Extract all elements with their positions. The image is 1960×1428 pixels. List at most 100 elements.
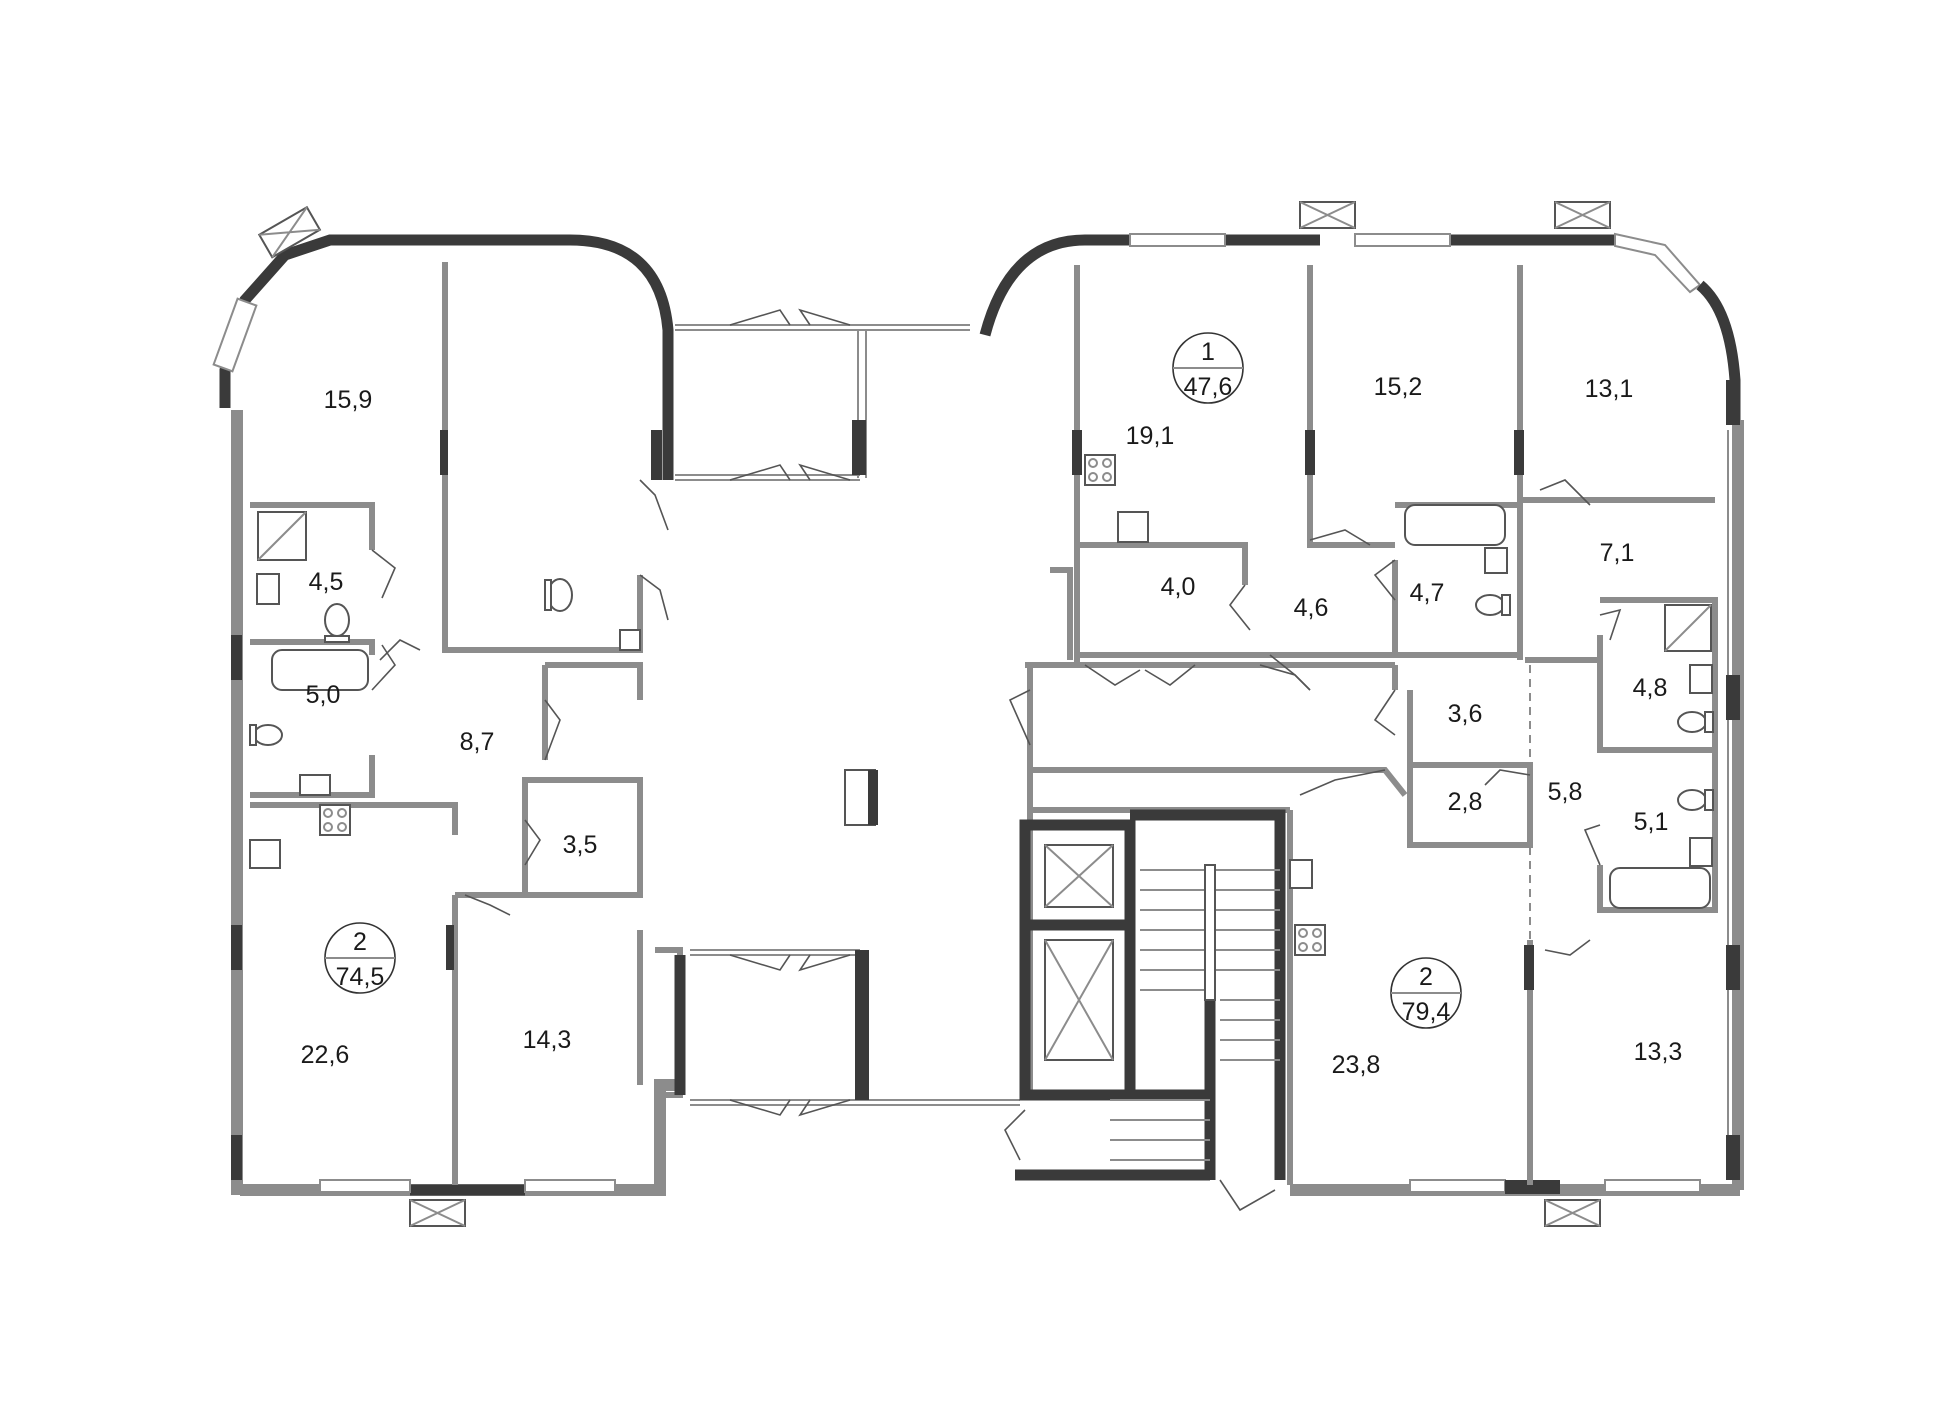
apartment-badge-right-top[interactable]: 1 47,6 xyxy=(1172,332,1244,404)
room-area-label: 5,8 xyxy=(1548,778,1583,806)
right-door-3 xyxy=(1373,559,1396,601)
apartment-area: 47,6 xyxy=(1184,373,1233,401)
left-wall-bedroom xyxy=(452,892,640,1185)
left-door-7 xyxy=(524,819,541,866)
stove-icon xyxy=(1294,924,1326,956)
right-wall-dark-r4 xyxy=(1726,380,1740,425)
sink-icon xyxy=(1484,547,1508,574)
ac-unit-icon xyxy=(1554,201,1611,229)
right-door-7 xyxy=(1539,479,1591,506)
lobby-window-bottom xyxy=(690,949,1020,1106)
right-wall-dark-r1 xyxy=(1726,675,1740,720)
left-wall-dark-2 xyxy=(446,925,454,970)
stove-icon xyxy=(319,804,351,836)
right-wall-bath2 xyxy=(1597,747,1718,913)
right-wall-dark-lower xyxy=(1524,945,1534,990)
elevator-icon xyxy=(1044,939,1114,1061)
ac-unit-icon xyxy=(1299,201,1356,229)
bathtub-icon xyxy=(1404,504,1506,546)
lobby-pillar-2 xyxy=(855,950,869,1100)
right-door-13 xyxy=(1259,664,1311,691)
toilet-icon xyxy=(1677,711,1714,733)
toilet-icon xyxy=(1677,789,1714,811)
lobby-door-bottom-2 xyxy=(729,1099,851,1117)
shower-icon xyxy=(257,511,307,561)
left-window-corner xyxy=(212,297,258,373)
right-wall-div-2 xyxy=(1307,265,1395,548)
left-door-4 xyxy=(639,479,669,531)
left-apartment xyxy=(212,205,675,1227)
apartment-badge-left[interactable]: 2 74,5 xyxy=(324,922,396,994)
room-area-label: 5,1 xyxy=(1634,808,1669,836)
lobby-pillar xyxy=(852,420,866,475)
shower-icon xyxy=(1664,604,1712,652)
sink-icon xyxy=(299,774,331,796)
right-corner-window xyxy=(1614,232,1702,294)
toilet-icon xyxy=(324,603,350,643)
left-wall-dark-5 xyxy=(231,1135,242,1180)
stairs-icon xyxy=(1110,864,1280,1161)
room-area-label: 3,5 xyxy=(563,831,598,859)
sink-icon xyxy=(1689,664,1713,694)
right-wall-store xyxy=(1407,762,1533,848)
right-wall-mid xyxy=(1025,662,1398,690)
room-area-label: 8,7 xyxy=(460,728,495,756)
room-area-label: 2,8 xyxy=(1448,788,1483,816)
toilet-icon xyxy=(544,578,573,612)
right-wall-dark-d3 xyxy=(1514,430,1524,475)
room-area-label: 4,7 xyxy=(1410,579,1445,607)
right-door-9 xyxy=(1583,824,1601,866)
room-labels: 15,9 4,5 5,0 8,7 3,5 22,6 14,3 19,1 15,2… xyxy=(301,373,1683,1079)
left-wall-kitchen xyxy=(250,802,458,835)
room-area-label: 15,9 xyxy=(324,386,373,414)
left-door-1 xyxy=(371,549,396,599)
right-block xyxy=(979,201,1744,1227)
left-door-8 xyxy=(464,894,511,916)
left-wall-bath2 xyxy=(250,639,375,655)
lobby-window-top xyxy=(675,324,970,331)
left-door-2 xyxy=(371,644,397,691)
right-wall-corr xyxy=(1050,567,1073,660)
elevator-icon xyxy=(1044,844,1114,908)
bathtub-icon xyxy=(1609,867,1711,909)
right-door-1 xyxy=(1228,584,1251,631)
right-window-top-2 xyxy=(1354,233,1451,247)
left-wall-dark-4 xyxy=(231,925,242,970)
left-window-bottom-2 xyxy=(524,1179,616,1193)
left-wall-dark-3 xyxy=(231,635,242,680)
room-area-label: 22,6 xyxy=(301,1041,350,1069)
right-wall-dark-d2 xyxy=(1305,430,1315,475)
left-window-bottom-1 xyxy=(319,1179,411,1193)
bathtub-icon xyxy=(271,649,369,691)
apartment-area: 79,4 xyxy=(1402,998,1451,1026)
left-wall-dark-6 xyxy=(651,430,662,480)
right-door-10 xyxy=(1544,939,1591,956)
lobby-window-top-2 xyxy=(675,474,860,481)
left-outer-wall-top xyxy=(219,234,674,480)
right-wall-dark-d1 xyxy=(1072,430,1082,475)
apartment-rooms: 2 xyxy=(1419,963,1433,991)
room-area-label: 5,0 xyxy=(306,681,341,709)
sink-icon xyxy=(1689,837,1713,867)
left-wall-bath2-bottom xyxy=(250,755,375,798)
room-area-label: 23,8 xyxy=(1332,1051,1381,1079)
right-wall-dark-bottom xyxy=(1505,1180,1560,1194)
sink-icon xyxy=(249,839,281,869)
apartment-area: 74,5 xyxy=(336,963,385,991)
room-area-label: 15,2 xyxy=(1374,373,1423,401)
room-area-label: 4,6 xyxy=(1294,594,1329,622)
left-wall-dark-1 xyxy=(440,430,448,475)
room-area-label: 4,8 xyxy=(1633,674,1668,702)
lobby xyxy=(655,308,1020,1117)
room-area-label: 7,1 xyxy=(1600,539,1635,567)
right-wall-dark-r3 xyxy=(1726,1135,1740,1180)
sink-icon xyxy=(619,629,641,651)
sink-icon xyxy=(1289,859,1313,889)
right-door-5 xyxy=(1373,689,1396,736)
right-outer-wall-corner xyxy=(1696,280,1741,420)
lobby-door-bottom xyxy=(729,954,851,972)
right-door-2 xyxy=(1309,529,1371,546)
room-area-label: 14,3 xyxy=(523,1026,572,1054)
left-door-3 xyxy=(379,639,421,661)
apartment-badge-right-bottom[interactable]: 2 79,4 xyxy=(1390,957,1462,1029)
